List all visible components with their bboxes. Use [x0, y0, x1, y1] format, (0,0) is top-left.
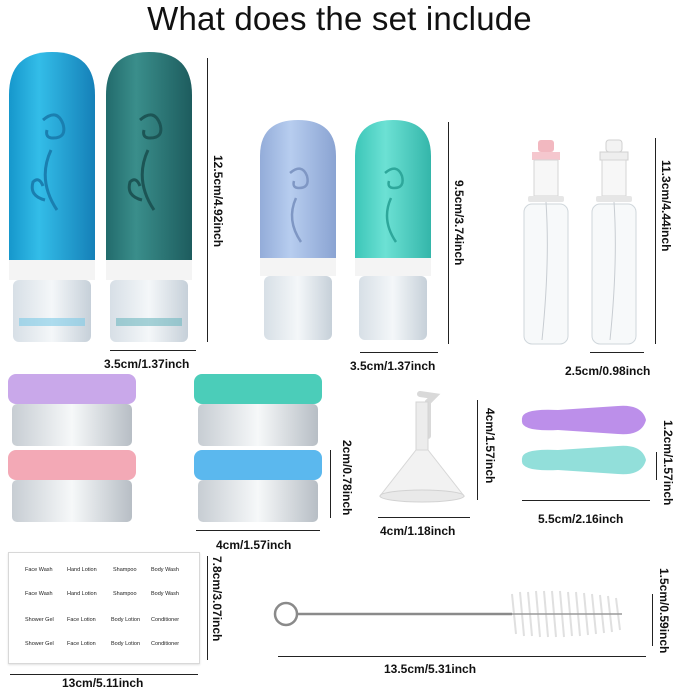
- brush-width-line: [278, 656, 646, 657]
- spatula-width-label: 5.5cm/2.16inch: [538, 512, 624, 526]
- large-bottle-blue: [9, 52, 95, 342]
- spray-bottle-pink: [523, 140, 569, 345]
- label-sheet: Face Wash Hand Lotion Shampoo Body Wash …: [8, 552, 200, 664]
- large-bottle-height-label: 12.5cm/4.92inch: [211, 155, 225, 248]
- jar-width-line: [196, 530, 320, 531]
- jar-height-line: [330, 450, 331, 518]
- label-cell: Body Wash: [151, 567, 179, 573]
- jar-lilac: [8, 374, 136, 446]
- medium-bottle-height-line: [448, 122, 449, 344]
- spatula-purple: [521, 405, 646, 435]
- brush-width-label: 13.5cm/5.31inch: [384, 662, 477, 676]
- spray-height-label: 11.3cm/4.44inch: [659, 160, 673, 252]
- label-cell: Face Lotion: [67, 617, 96, 623]
- funnel-height-label: 4cm/1.57inch: [483, 408, 497, 484]
- spatula-teal: [521, 445, 646, 475]
- large-bottle-width-line: [110, 350, 196, 351]
- spray-width-line: [590, 352, 644, 353]
- brush-height-label: 1.5cm/0.59inch: [657, 568, 671, 654]
- label-width-label: 13cm/5.11inch: [62, 676, 144, 690]
- label-cell: Conditioner: [151, 641, 180, 647]
- cleaning-brush: [273, 590, 622, 638]
- medium-bottle-mint: [355, 120, 431, 340]
- label-cell: Shampoo: [113, 567, 137, 573]
- label-cell: Shower Gel: [25, 617, 54, 623]
- spatula-height-line: [656, 452, 657, 480]
- brush-height-line: [652, 594, 653, 646]
- funnel-width-line: [378, 517, 470, 518]
- jar-sky: [194, 450, 322, 522]
- jar-pink: [8, 450, 136, 522]
- label-cell: Body Lotion: [111, 641, 141, 647]
- funnel-width-label: 4cm/1.18inch: [380, 524, 456, 538]
- jar-width-label: 4cm/1.57inch: [216, 538, 292, 552]
- large-bottle-teal: [106, 52, 192, 342]
- medium-bottle-width-line: [360, 352, 438, 353]
- label-cell: Hand Lotion: [67, 567, 97, 573]
- label-cell: Hand Lotion: [67, 591, 97, 597]
- jar-height-label: 2cm/0.78inch: [340, 440, 354, 516]
- label-cell: Shower Gel: [25, 641, 54, 647]
- spray-width-label: 2.5cm/0.98inch: [565, 364, 651, 378]
- spray-bottle-white: [591, 139, 637, 345]
- label-cell: Body Wash: [151, 591, 179, 597]
- spatula-height-label: 1.2cm/1.57inch: [661, 420, 675, 506]
- label-cell: Face Lotion: [67, 641, 96, 647]
- spatula-width-line: [522, 500, 650, 501]
- label-cell: Shampoo: [113, 591, 137, 597]
- label-cell: Face Wash: [25, 567, 53, 573]
- funnel: [378, 391, 466, 503]
- label-cell: Face Wash: [25, 591, 53, 597]
- jar-green: [194, 374, 322, 446]
- medium-bottle-width-label: 3.5cm/1.37inch: [350, 359, 436, 373]
- page-title: What does the set include: [147, 0, 532, 37]
- label-cell: Body Lotion: [111, 617, 141, 623]
- label-cell: Conditioner: [151, 617, 180, 623]
- label-width-line: [10, 674, 198, 675]
- medium-bottle-periwinkle: [260, 120, 336, 340]
- funnel-height-line: [477, 400, 478, 500]
- label-height-line: [207, 556, 208, 660]
- spray-height-line: [655, 138, 656, 344]
- label-height-label: 7.8cm/3.07inch: [210, 556, 224, 642]
- large-bottle-width-label: 3.5cm/1.37inch: [104, 357, 190, 371]
- medium-bottle-height-label: 9.5cm/3.74inch: [452, 180, 466, 266]
- large-bottle-height-line: [207, 58, 208, 342]
